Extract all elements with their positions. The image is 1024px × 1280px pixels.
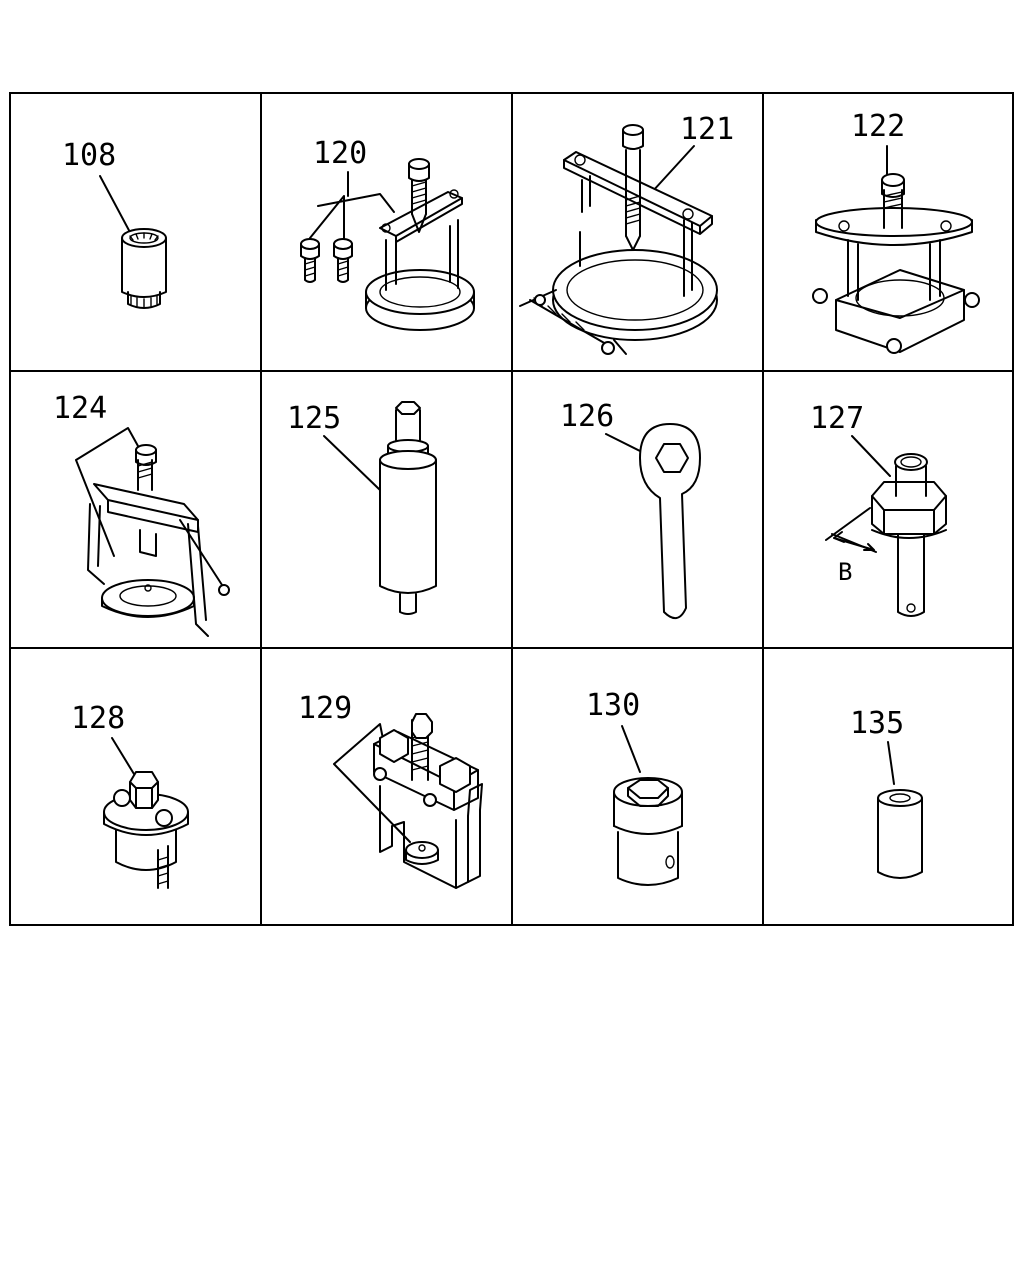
cell-135: 135 [850, 706, 923, 879]
cell-108: 108 [62, 138, 167, 309]
adapter-128-drawing [103, 771, 189, 889]
bolt-left [300, 238, 320, 283]
cell-122: 122 [812, 109, 980, 354]
cell-124: 124 [53, 391, 230, 637]
cell-126: 126 [560, 399, 701, 619]
part-number-label: 129 [298, 691, 352, 726]
cell-121: 121 [519, 112, 734, 355]
sleeve-135-drawing [877, 789, 923, 879]
part-number-label: 135 [850, 706, 904, 741]
installer-127-drawing [825, 453, 947, 617]
part-number-label: 125 [287, 401, 341, 436]
cell-125: 125 [287, 401, 437, 615]
puller-120-drawing [365, 158, 475, 331]
puller-129-drawing [373, 713, 483, 889]
cell-120: 120 [300, 136, 475, 331]
bolt-right [333, 238, 353, 283]
socket-130-drawing [613, 777, 683, 886]
part-number-label: 120 [313, 136, 367, 171]
socket-108-drawing [121, 228, 167, 309]
grid-frame [9, 92, 1014, 926]
part-number-label: 108 [62, 138, 116, 173]
part-number-label: 121 [680, 112, 734, 147]
part-number-label: 124 [53, 391, 107, 426]
puller-124-drawing [87, 444, 230, 637]
dimension-label: B [838, 558, 852, 586]
cell-128: 128 [71, 701, 189, 889]
puller-122-drawing [812, 173, 980, 354]
cylinder-125-drawing [379, 401, 437, 615]
part-number-label: 130 [586, 688, 640, 723]
part-number-label: 128 [71, 701, 125, 736]
cell-127: 127 B [810, 401, 947, 617]
cell-130: 130 [586, 688, 683, 886]
part-number-label: 126 [560, 399, 614, 434]
spanner-126-drawing [639, 423, 701, 619]
part-number-label: 127 [810, 401, 864, 436]
puller-121-drawing [519, 124, 718, 355]
part-number-label: 122 [851, 109, 905, 144]
cell-129: 129 [298, 691, 483, 889]
